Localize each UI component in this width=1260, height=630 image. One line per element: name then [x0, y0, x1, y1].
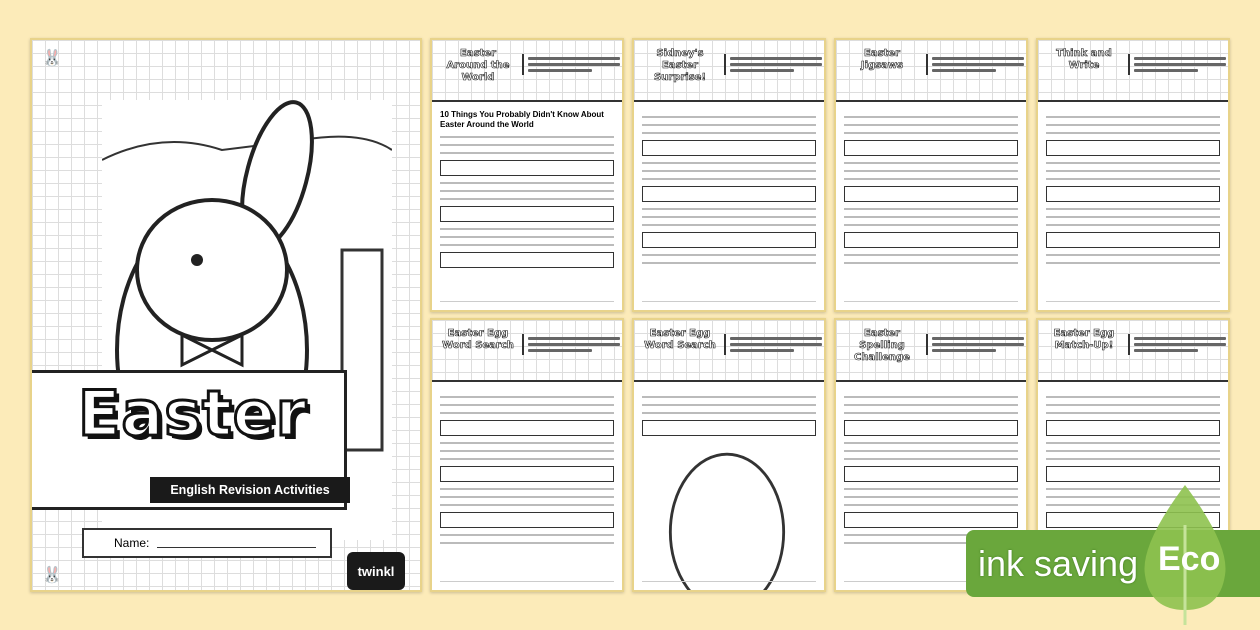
worksheet-title: Easter Egg Word Search	[442, 328, 514, 352]
worksheet-title: Easter Egg Match-Up!	[1053, 328, 1115, 352]
bunny-icon: 🐰	[42, 50, 62, 67]
worksheet-title: Sidney's Easter Surprise!	[653, 48, 707, 84]
worksheet-page: Easter Egg Word Search	[430, 318, 624, 592]
name-label: Name:	[114, 536, 150, 550]
worksheet-title: Easter Around the World	[446, 48, 510, 84]
eco-label: Eco	[1158, 540, 1221, 578]
worksheet-page: Sidney's Easter Surprise!	[632, 38, 826, 312]
worksheet-page: Easter Egg Word Search	[632, 318, 826, 592]
worksheet-page: Easter Jigsaws	[834, 38, 1028, 312]
worksheet-title: Easter Egg Word Search	[644, 328, 716, 352]
worksheet-heading: 10 Things You Probably Didn't Know About…	[440, 110, 604, 129]
ink-saving-label: ink saving	[978, 542, 1139, 584]
bunny-icon: 🐰	[42, 567, 62, 584]
worksheet-title: Easter Spelling Challenge	[854, 328, 911, 364]
cover-title: Easter	[76, 377, 308, 450]
worksheet-page: Think and Write	[1036, 38, 1230, 312]
twinkl-logo: twinkl	[347, 552, 405, 590]
cover-subtitle: English Revision Activities	[150, 477, 350, 503]
worksheet-title: Easter Jigsaws	[860, 48, 904, 72]
worksheet-page: Easter Around the World 10 Things You Pr…	[430, 38, 624, 312]
worksheet-title: Think and Write	[1056, 48, 1112, 72]
cover-page: 🐰 Easter English Revision Activities Nam…	[30, 38, 422, 592]
leaf-icon	[1144, 485, 1226, 625]
name-field: Name:	[82, 528, 332, 558]
